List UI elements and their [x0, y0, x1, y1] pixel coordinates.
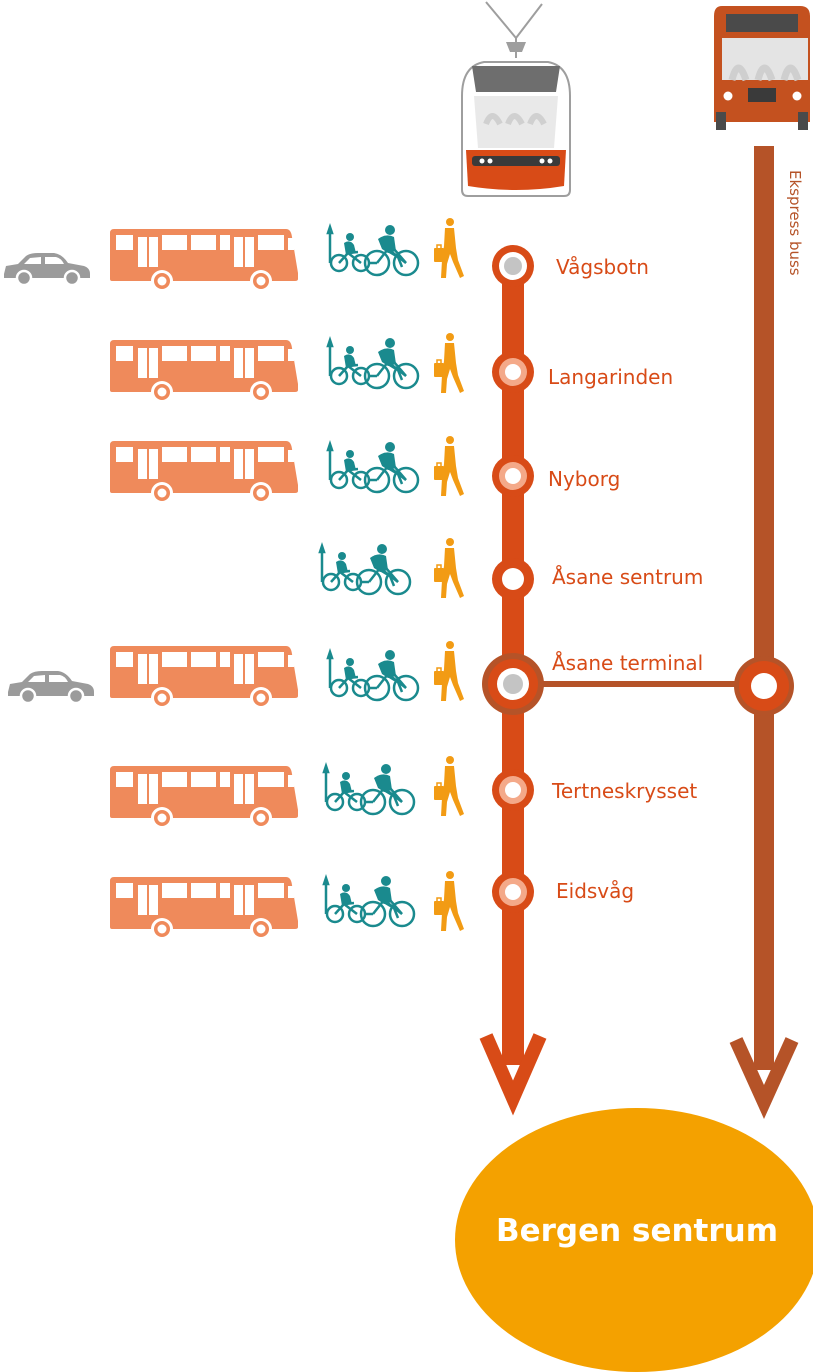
stop-marker-terminal — [482, 653, 544, 715]
stop-label: Nyborg — [548, 467, 620, 491]
stop-marker — [492, 769, 534, 811]
bus-icon — [110, 877, 298, 940]
bus-icon — [110, 646, 298, 709]
stop-label: Eidsvåg — [556, 879, 634, 903]
express-interchange-marker — [734, 656, 794, 716]
bus-icon — [110, 441, 298, 504]
stop-label: Åsane terminal — [552, 651, 703, 675]
walking-person-icon — [433, 870, 465, 932]
bicycle-icon — [326, 648, 420, 702]
destination-label: Bergen sentrum — [496, 1213, 778, 1249]
stop-tertneskrysset: Tertneskrysset — [110, 755, 697, 829]
stop-marker — [492, 351, 534, 393]
stop-vagsbotn: Vågsbotn — [2, 217, 649, 292]
walking-person-icon — [433, 640, 465, 702]
bicycle-icon — [322, 874, 416, 928]
stop-langarinden: Langarinden — [110, 332, 673, 403]
stop-label: Vågsbotn — [556, 255, 649, 279]
stop-nyborg: Nyborg — [110, 435, 620, 504]
express-line: Ekspress buss — [729, 146, 804, 1120]
walking-person-icon — [433, 537, 465, 599]
stop-label: Åsane sentrum — [552, 565, 703, 589]
bicycle-icon — [326, 336, 420, 390]
walking-person-icon — [433, 332, 465, 394]
stop-asane-sentrum: Åsane sentrum — [318, 537, 703, 600]
tram-icon — [461, 1, 571, 197]
bicycle-icon — [326, 223, 420, 277]
express-line-label: Ekspress buss — [786, 170, 804, 276]
stop-marker — [492, 455, 534, 497]
bicycle-icon — [326, 440, 420, 494]
stop-asane-terminal: Åsane terminal — [6, 640, 703, 715]
walking-person-icon — [433, 755, 465, 817]
stop-marker-interchange — [492, 245, 534, 287]
stop-marker — [492, 558, 534, 600]
destination-bergen-sentrum: Bergen sentrum — [455, 1108, 813, 1372]
express-bus-icon — [714, 6, 810, 130]
bus-icon — [110, 340, 298, 403]
bicycle-icon — [322, 762, 416, 816]
walking-person-icon — [433, 435, 465, 497]
car-icon — [2, 251, 92, 287]
stop-marker — [492, 871, 534, 913]
walking-person-icon — [433, 217, 465, 279]
bus-icon — [110, 766, 298, 829]
bicycle-icon — [318, 542, 412, 596]
stop-label: Langarinden — [548, 365, 673, 389]
bus-icon — [110, 229, 298, 292]
stop-eidsvag: Eidsvåg — [110, 870, 634, 940]
stop-label: Tertneskrysset — [551, 779, 697, 803]
car-icon — [6, 669, 96, 705]
